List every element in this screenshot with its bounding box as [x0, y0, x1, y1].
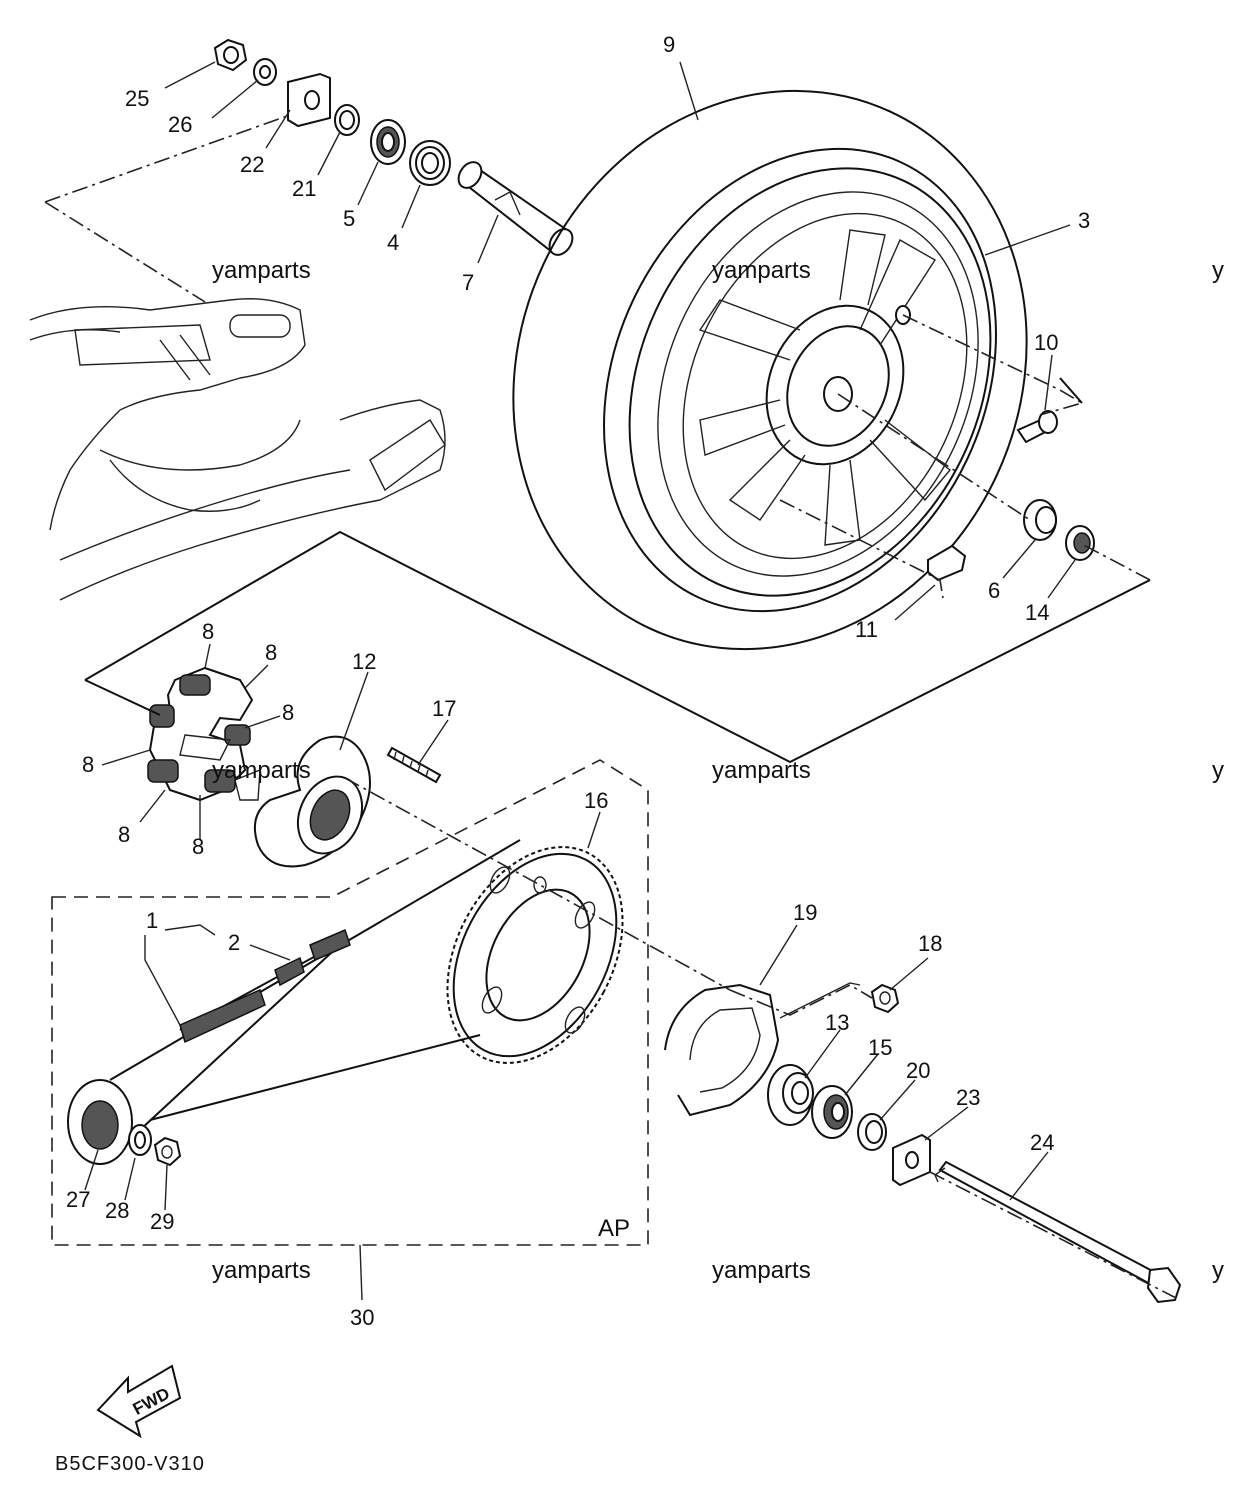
callout-11: 11: [855, 617, 878, 642]
callout-7: 7: [462, 270, 474, 295]
bearing-6: [1023, 499, 1057, 541]
watermark: yamparts: [712, 1257, 811, 1284]
callout-23: 23: [956, 1085, 980, 1110]
clutch-hub-12: [234, 735, 371, 868]
callout-5: 5: [343, 206, 355, 231]
caliper-bracket-19: [664, 983, 780, 1117]
callout-12: 12: [352, 649, 376, 674]
assembly-label: AP: [598, 1215, 630, 1242]
callout-16: 16: [584, 788, 608, 813]
callout-8c: 8: [282, 700, 294, 725]
callout-2: 2: [228, 930, 240, 955]
callout-4: 4: [387, 230, 399, 255]
watermark: yamparts: [212, 1257, 311, 1284]
callout-21: 21: [292, 176, 316, 201]
bearing-4: [409, 140, 451, 186]
washer-26: [253, 58, 277, 86]
callout-8d: 8: [82, 752, 94, 777]
callout-15: 15: [868, 1035, 892, 1060]
callout-3: 3: [1078, 208, 1090, 233]
callout-1: 1: [146, 908, 158, 933]
callout-26: 26: [168, 112, 192, 137]
callout-19: 19: [793, 900, 817, 925]
callout-27: 27: [66, 1187, 90, 1212]
callout-8f: 8: [192, 834, 204, 859]
adjuster-plate-22: [287, 72, 331, 128]
watermark: yamparts: [212, 257, 311, 284]
callout-8b: 8: [265, 640, 277, 665]
callout-25: 25: [125, 86, 149, 111]
nut-29: [153, 1136, 182, 1167]
watermarks: yamparts yamparts y yamparts yamparts y …: [212, 257, 1224, 1284]
valve-10: [1016, 410, 1058, 444]
oil-seal-5: [370, 119, 406, 165]
callout-8a: 8: [202, 619, 214, 644]
callout-6: 6: [988, 578, 1000, 603]
collar-20: [857, 1113, 887, 1151]
rear-tire-9: [512, 89, 1028, 651]
stud-bolt-17: [386, 746, 442, 784]
watermark-cut: y: [1212, 257, 1224, 284]
drive-sprocket-27: [67, 1079, 133, 1165]
leader-lines: [84, 61, 1076, 1301]
balance-weight-11: [927, 544, 967, 582]
washer-28: [128, 1124, 152, 1156]
callout-17: 17: [432, 696, 456, 721]
axle-24: [934, 1160, 1182, 1304]
drawing-code: B5CF300-V310: [55, 1453, 205, 1475]
callout-13: 13: [825, 1010, 849, 1035]
callout-10: 10: [1034, 330, 1058, 355]
callout-9: 9: [663, 32, 675, 57]
callout-14: 14: [1025, 600, 1049, 625]
callout-29: 29: [150, 1209, 174, 1234]
collar-21: [334, 104, 360, 136]
callout-22: 22: [240, 152, 264, 177]
callout-30: 30: [350, 1305, 374, 1330]
callout-28: 28: [105, 1198, 129, 1223]
oil-seal-15: [811, 1085, 853, 1139]
spacer-7: [457, 161, 574, 256]
watermark: yamparts: [212, 757, 311, 784]
watermark: yamparts: [712, 257, 811, 284]
callout-24: 24: [1030, 1130, 1054, 1155]
watermark: yamparts: [712, 757, 811, 784]
nut-18: [870, 983, 900, 1014]
adjuster-plate-23: [892, 1133, 931, 1187]
swingarm-drawing: [29, 298, 446, 601]
wheel-rim-3: [628, 167, 992, 597]
callout-20: 20: [906, 1058, 930, 1083]
grouping-lines: [44, 114, 1181, 1301]
callout-labels: 25 26 22 21 5 4 7 9 3 10 11 6 14 8 8 8 8…: [66, 32, 1090, 1330]
oil-seal-14: [1065, 525, 1095, 561]
callout-18: 18: [918, 931, 942, 956]
watermark-cut: y: [1212, 757, 1224, 784]
forward-arrow-icon: FWD: [96, 1364, 182, 1439]
watermark-cut: y: [1212, 1257, 1224, 1284]
callout-8e: 8: [118, 822, 130, 847]
axle-nut-25: [213, 38, 248, 72]
driven-sprocket-16: [446, 846, 624, 1064]
bearing-13: [767, 1064, 814, 1126]
